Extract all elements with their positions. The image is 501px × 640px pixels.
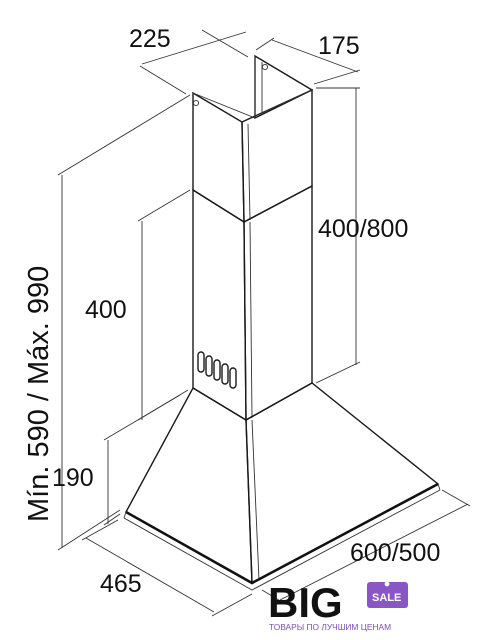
logo-badge-text: SALE bbox=[372, 592, 401, 604]
canopy-left-face bbox=[125, 387, 253, 585]
dimension-lines bbox=[57, 29, 471, 617]
dim-top-width: 175 bbox=[318, 32, 360, 60]
screw-hole bbox=[192, 99, 200, 107]
logo-tagline: ТОВАРЫ ПО ЛУЧШИМ ЦЕНАМ bbox=[269, 622, 391, 632]
logo-word: BIG bbox=[268, 579, 343, 626]
upper-chimney-right-face bbox=[241, 88, 313, 224]
big-sale-logo: BIG SALE ТОВАРЫ ПО ЛУЧШИМ ЦЕНАМ bbox=[268, 579, 408, 632]
upper-chimney-left-face bbox=[192, 91, 245, 224]
lower-chimney-right-face bbox=[243, 184, 313, 422]
dim-lower-chimney: 400 bbox=[85, 296, 127, 324]
logo-badge bbox=[367, 582, 408, 608]
logo-badge-dot bbox=[384, 581, 390, 587]
dim-hood-depth: 465 bbox=[100, 570, 142, 598]
lower-chimney-left-face bbox=[192, 188, 247, 422]
vent-slots bbox=[197, 351, 237, 389]
dim-chimney-height: 400/800 bbox=[318, 215, 408, 243]
dim-top-depth: 225 bbox=[129, 25, 171, 53]
screw-hole bbox=[261, 63, 269, 71]
dim-total-height: Mín. 590 / Máx. 990 bbox=[23, 266, 55, 522]
canopy-bottom-rim bbox=[125, 482, 439, 585]
hood-drawing bbox=[123, 54, 441, 591]
dim-hood-height: 190 bbox=[52, 464, 94, 492]
dim-hood-width: 600/500 bbox=[350, 539, 440, 567]
